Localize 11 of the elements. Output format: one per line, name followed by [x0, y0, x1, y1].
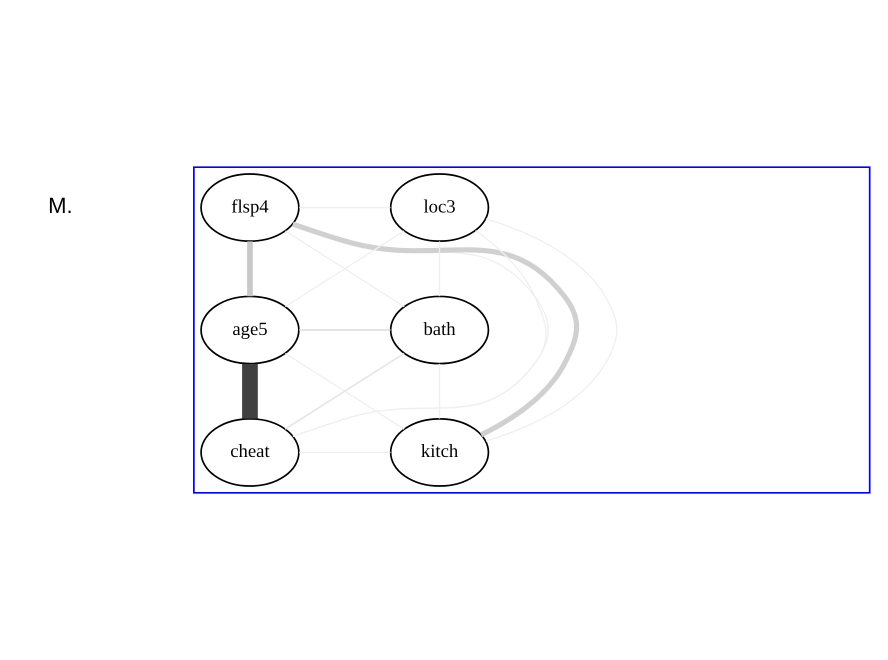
connector: [486, 218, 618, 442]
label: M.: [48, 192, 73, 218]
node-ellipse: age5: [200, 296, 300, 364]
node-ellipse: loc3: [390, 173, 490, 242]
node-ellipse: cheat: [200, 418, 300, 487]
connector: [242, 364, 258, 419]
connector: [247, 241, 253, 296]
cluster: [193, 166, 871, 494]
node-ellipse: bath: [390, 296, 490, 364]
node-ellipse: kitch: [390, 418, 490, 487]
node-ellipse: flsp4: [200, 173, 300, 242]
